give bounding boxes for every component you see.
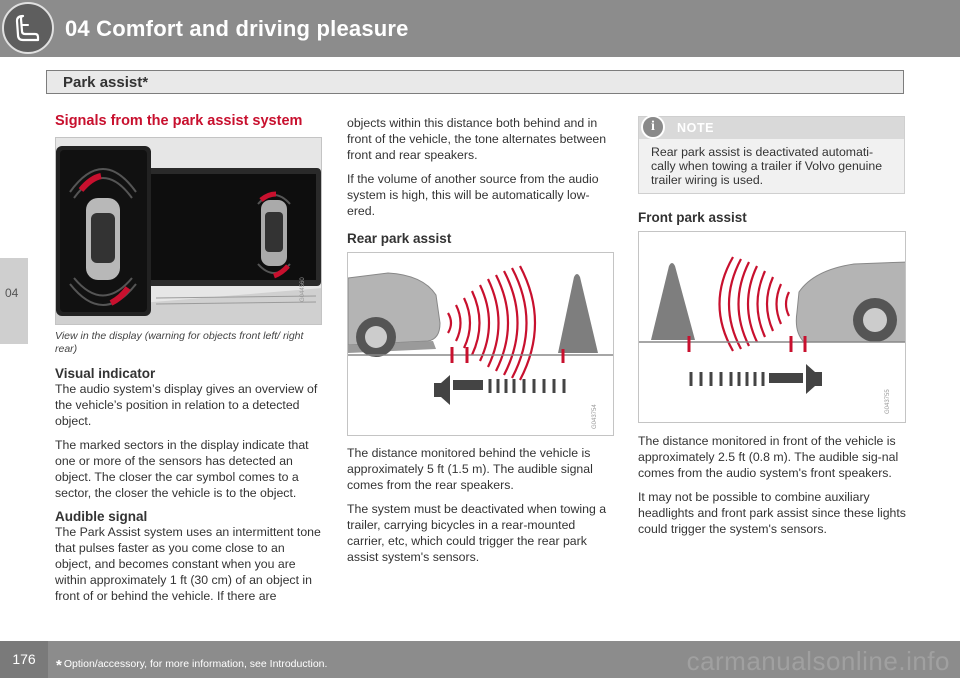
side-tab-label: 04 (5, 286, 19, 300)
rear-assist-graphic (348, 265, 613, 405)
footnote-text: Option/accessory, for more information, … (63, 658, 328, 670)
column-left: Signals from the park assist system (55, 113, 323, 612)
visual-indicator-text-1: The audio system’s display gives an over… (55, 382, 318, 428)
note-label: NOTE (677, 121, 715, 135)
column-right: i NOTE Rear park assist is deactivated a… (638, 115, 906, 545)
car-top-view-icon (86, 198, 120, 280)
continued-text: objects within this distance both behind… (347, 116, 607, 162)
watermark: carmanualsonline.info (686, 646, 950, 676)
info-icon: i (641, 115, 665, 139)
front-left-sensor-mark (78, 173, 102, 192)
display-illustration: G044560 (55, 137, 322, 325)
front-park-assist-heading: Front park assist (638, 210, 747, 225)
rear-assist-text-2: The system must be deactivated when towi… (347, 502, 607, 564)
chapter-header: 04 Comfort and driving pleasure (0, 0, 960, 57)
figure-code: G043755 (885, 389, 891, 414)
audible-signal-heading: Audible signal (55, 509, 148, 524)
rear-assist-text-1: The distance monitored behind the vehicl… (347, 446, 593, 492)
rear-park-assist-heading: Rear park assist (347, 231, 452, 246)
seat-icon (2, 2, 54, 54)
front-speaker-icon (806, 364, 822, 394)
rear-park-assist-illustration: G043754 (347, 252, 614, 436)
audible-signal-text: The Park Assist system uses an intermitt… (55, 525, 321, 603)
section-title: Park assist* (63, 74, 149, 91)
page-number: 176 (0, 641, 48, 678)
seat-icon-graphic (15, 14, 40, 42)
front-assist-text-2: It may not be possible to combine auxili… (638, 490, 906, 536)
front-park-assist-illustration: G043755 (638, 231, 906, 423)
chapter-side-tab: 04 (0, 258, 28, 344)
note-box: i NOTE Rear park assist is deactivated a… (638, 115, 905, 194)
note-text: Rear park assist is deactivated automati… (639, 139, 904, 193)
display-view-graphic (56, 138, 321, 324)
chapter-title: 04 Comfort and driving pleasure (65, 16, 409, 41)
figure-code: G044560 (300, 277, 306, 302)
visual-indicator-text-2: The marked sectors in the display indica… (55, 438, 309, 500)
signals-heading: Signals from the park assist system (55, 113, 303, 129)
front-assist-graphic (639, 256, 905, 394)
speaker-icon (434, 375, 450, 405)
volume-text: If the volume of another source from the… (347, 172, 599, 218)
figure-caption: View in the display (warning for objects… (55, 330, 304, 355)
page-footer: 176 *Option/accessory, for more informat… (0, 641, 960, 678)
section-header: Park assist* (46, 70, 904, 94)
figure-code: G043754 (592, 404, 598, 429)
rear-right-sensor-mark (109, 286, 131, 306)
column-middle: objects within this distance both behind… (347, 115, 615, 573)
note-header: i NOTE (639, 115, 904, 139)
footnote: *Option/accessory, for more information,… (56, 654, 328, 674)
front-assist-text-1: The distance monitored in front of the v… (638, 434, 899, 480)
footnote-star: * (56, 657, 62, 674)
visual-indicator-heading: Visual indicator (55, 366, 156, 381)
